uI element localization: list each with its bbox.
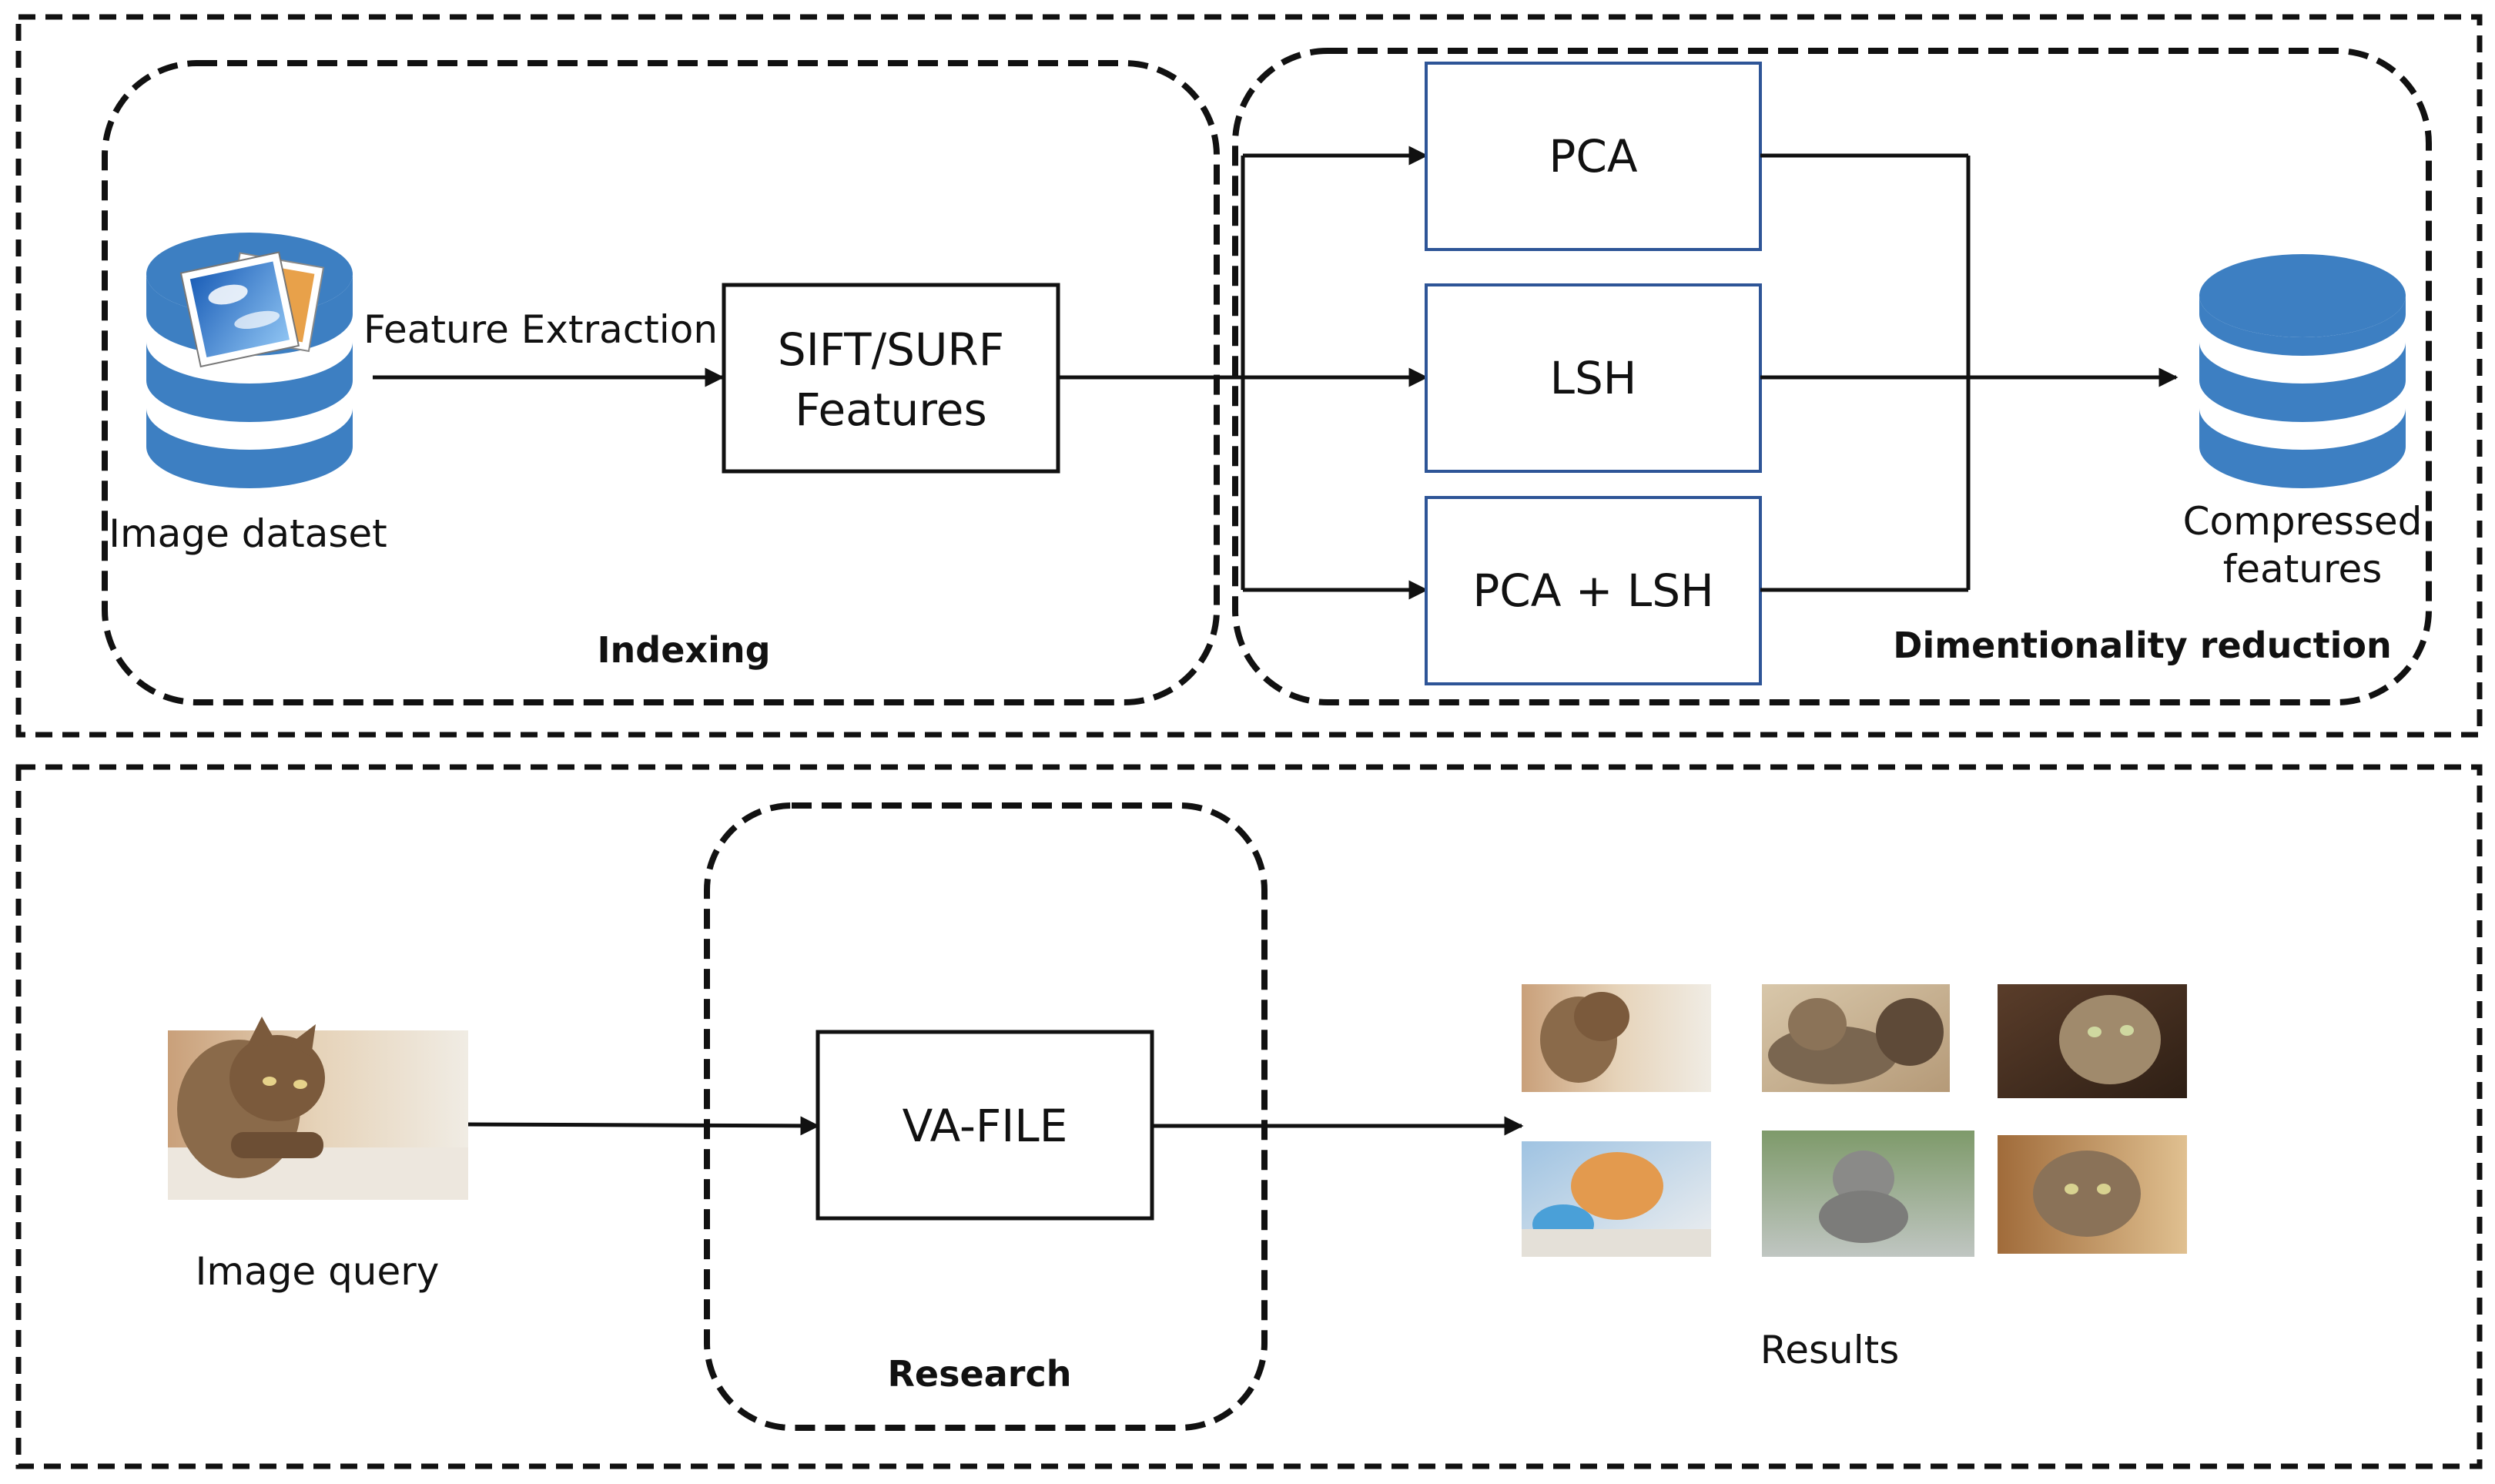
indexing-group-label: Indexing [597,629,770,671]
result-thumbnail [1522,984,1711,1092]
image-dataset-database-icon [146,233,353,488]
query-to-va-file-arrow [467,1116,820,1136]
compressed-features-label-line2: features [2223,547,2383,591]
result-thumbnail [1998,1135,2187,1254]
result-thumbnail [1762,984,1950,1092]
image-dataset-label: Image dataset [109,511,387,556]
dimensionality-reduction-group-label: Dimentionality reduction [1893,625,2391,666]
lsh-label: LSH [1550,352,1637,404]
pca-lsh-label: PCA + LSH [1472,564,1713,617]
lsh-box [1425,283,1762,473]
pca-box [1425,62,1762,251]
va-file-label: VA-FILE [903,1100,1068,1152]
indexing-panel-frame [15,14,2483,738]
dimensionality-reduction-group-frame [1232,48,2432,705]
feature-extraction-label: Feature Extraction [363,307,718,352]
sift-surf-label-line1: SIFT/SURF [778,323,1004,376]
result-thumbnail [1998,984,2187,1098]
results-grid [1522,984,2187,1257]
pca-label: PCA [1549,130,1637,183]
research-group-label: Research [888,1353,1072,1395]
result-thumbnail [1522,1141,1711,1257]
compressed-features-label-line1: Compressed [2183,499,2423,544]
indexing-group-frame [102,60,1220,705]
sift-surf-features-box [722,283,1060,474]
result-thumbnail [1762,1131,1974,1257]
research-group-frame [704,802,1268,1431]
compressed-features-database-icon [2199,254,2406,488]
results-label: Results [1760,1328,1900,1372]
search-panel-frame [15,764,2483,1469]
sift-surf-label-line2: Features [795,384,986,436]
image-query-label: Image query [196,1249,440,1294]
image-query-photo [168,1017,468,1200]
